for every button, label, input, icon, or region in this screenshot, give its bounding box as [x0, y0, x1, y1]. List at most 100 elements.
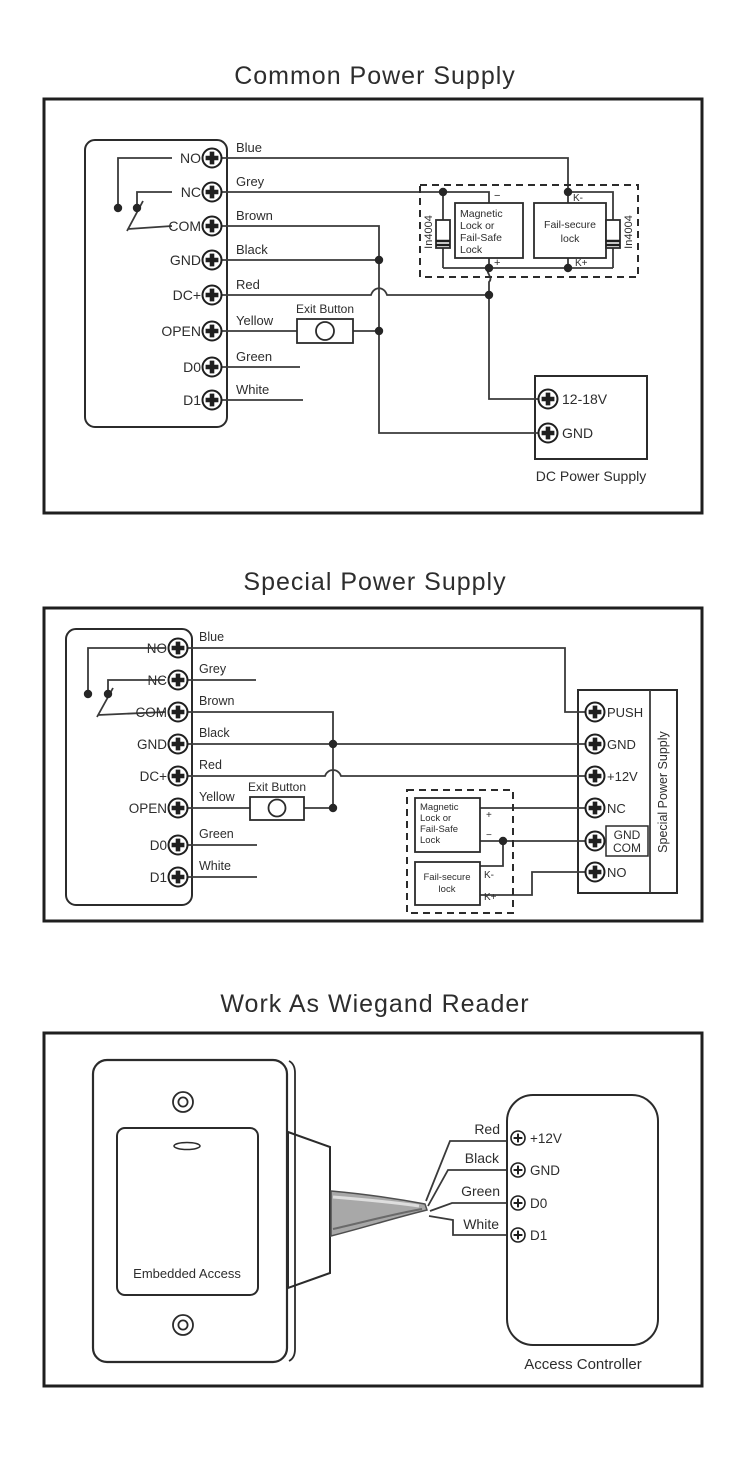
s2-wires [87, 647, 585, 896]
s2-supply-labels: PUSH GND +12V NC NO GND COM [605, 705, 649, 880]
screw-icon [584, 733, 606, 755]
s2-access-controller-box [65, 628, 193, 906]
svg-text:+: + [494, 257, 500, 269]
s2-polarity-marks: + − K- K+ [484, 810, 497, 903]
svg-text:COM: COM [168, 218, 201, 234]
s1-psu-gnd-label: GND [562, 425, 593, 441]
s1-terminal-labels: NO NC COM GND DC+ OPEN D0 D1 [161, 150, 201, 408]
svg-text:GND: GND [170, 252, 201, 268]
svg-text:Green: Green [461, 1183, 500, 1199]
svg-text:Lock: Lock [460, 244, 483, 256]
reader-device-label: Embedded Access [133, 1266, 241, 1281]
screw-icon [201, 181, 223, 203]
svg-text:Lock or: Lock or [460, 220, 495, 232]
svg-text:White: White [236, 382, 269, 397]
s2-terminal-screws [167, 637, 606, 888]
s1-wire-color-labels: Blue Grey Brown Black Red Yellow Green W… [236, 140, 274, 397]
reader-screw-bottom-icon [172, 1314, 194, 1336]
svg-text:−: − [486, 830, 492, 841]
svg-text:D0: D0 [150, 838, 167, 853]
svg-text:Red: Red [199, 758, 222, 772]
s2-lock-group-dashed-box [406, 789, 514, 914]
section3-title: Work As Wiegand Reader [220, 990, 529, 1018]
screw-icon [510, 1195, 526, 1211]
screw-icon [584, 830, 606, 852]
svg-text:NO: NO [607, 865, 627, 880]
svg-text:NC: NC [181, 184, 201, 200]
screw-icon [167, 637, 189, 659]
section1-title: Common Power Supply [234, 62, 516, 90]
reader-led-slot [173, 1141, 201, 1151]
svg-text:Yellow: Yellow [199, 790, 236, 804]
svg-text:GND: GND [530, 1163, 560, 1178]
wiegand-reader-diagram: Embedded Access +12V GND D0 D1 [42, 1031, 704, 1388]
svg-text:Fail-secure: Fail-secure [424, 872, 471, 883]
svg-text:White: White [199, 859, 231, 873]
svg-text:+12V: +12V [530, 1131, 562, 1146]
svg-text:D1: D1 [150, 870, 167, 885]
svg-text:Magnetic: Magnetic [420, 802, 459, 813]
svg-text:COM: COM [613, 841, 641, 855]
svg-text:GND: GND [137, 737, 167, 752]
section3-border [42, 1031, 704, 1388]
s1-polarity-marks: − + K- K+ [494, 190, 588, 269]
screw-icon [510, 1227, 526, 1243]
s3-terminal-labels: +12V GND D0 D1 [530, 1131, 562, 1243]
svg-text:K+: K+ [484, 892, 497, 903]
s2-exit-button-symbol [249, 796, 305, 821]
screw-icon [201, 147, 223, 169]
s1-magnetic-lock-box [454, 202, 524, 259]
screw-icon [167, 701, 189, 723]
svg-text:Magnetic: Magnetic [460, 208, 503, 220]
screw-icon [167, 765, 189, 787]
s3-wires [425, 1140, 511, 1236]
svg-text:GND: GND [607, 737, 636, 752]
svg-text:GND: GND [614, 828, 641, 842]
screw-icon [201, 389, 223, 411]
svg-text:+: + [486, 810, 492, 821]
svg-text:NO: NO [180, 150, 201, 166]
screw-icon [537, 422, 559, 444]
svg-text:D0: D0 [530, 1196, 547, 1211]
screw-icon [201, 356, 223, 378]
svg-text:lock: lock [561, 233, 580, 245]
screw-icon [167, 866, 189, 888]
reader-inner-panel [116, 1127, 259, 1296]
s2-supply-vertical-label: Special Power Supply [656, 730, 670, 852]
svg-text:D1: D1 [183, 392, 201, 408]
s1-fail-secure-label: Fail-secure lock [544, 219, 596, 245]
svg-text:Brown: Brown [236, 208, 273, 223]
svg-text:OPEN: OPEN [129, 801, 167, 816]
svg-text:Fail-Safe: Fail-Safe [460, 232, 502, 244]
screw-icon [584, 765, 606, 787]
svg-text:NC: NC [148, 673, 168, 688]
reader-depth-edge [288, 1060, 296, 1362]
svg-text:DC+: DC+ [140, 769, 167, 784]
screw-icon [510, 1130, 526, 1146]
svg-text:Lock or: Lock or [420, 813, 451, 824]
reader-screw-top-icon [172, 1091, 194, 1113]
svg-text:PUSH: PUSH [607, 705, 643, 720]
s1-diode-left-icon [435, 219, 451, 249]
screw-icon [584, 861, 606, 883]
screw-icon [510, 1162, 526, 1178]
s2-magnetic-lock-label: Magnetic Lock or Fail-Safe Lock [420, 802, 459, 846]
access-controller-box [506, 1094, 659, 1346]
screw-icon [167, 733, 189, 755]
svg-text:lock: lock [439, 884, 456, 895]
svg-text:NO: NO [147, 641, 167, 656]
s2-exit-button-label: Exit Button [248, 780, 306, 794]
s1-psu-volt-label: 12-18V [562, 391, 608, 407]
section2-title: Special Power Supply [243, 568, 506, 596]
screw-icon [584, 701, 606, 723]
s1-lock-group-dashed-box [419, 184, 639, 278]
screw-icon [167, 797, 189, 819]
cable-bundle [330, 1190, 428, 1237]
svg-text:Black: Black [199, 726, 230, 740]
access-controller-caption: Access Controller [524, 1356, 642, 1373]
s2-magnetic-lock-box [414, 797, 481, 853]
svg-text:Black: Black [465, 1150, 500, 1166]
svg-text:D1: D1 [530, 1228, 547, 1243]
svg-text:+12V: +12V [607, 769, 638, 784]
